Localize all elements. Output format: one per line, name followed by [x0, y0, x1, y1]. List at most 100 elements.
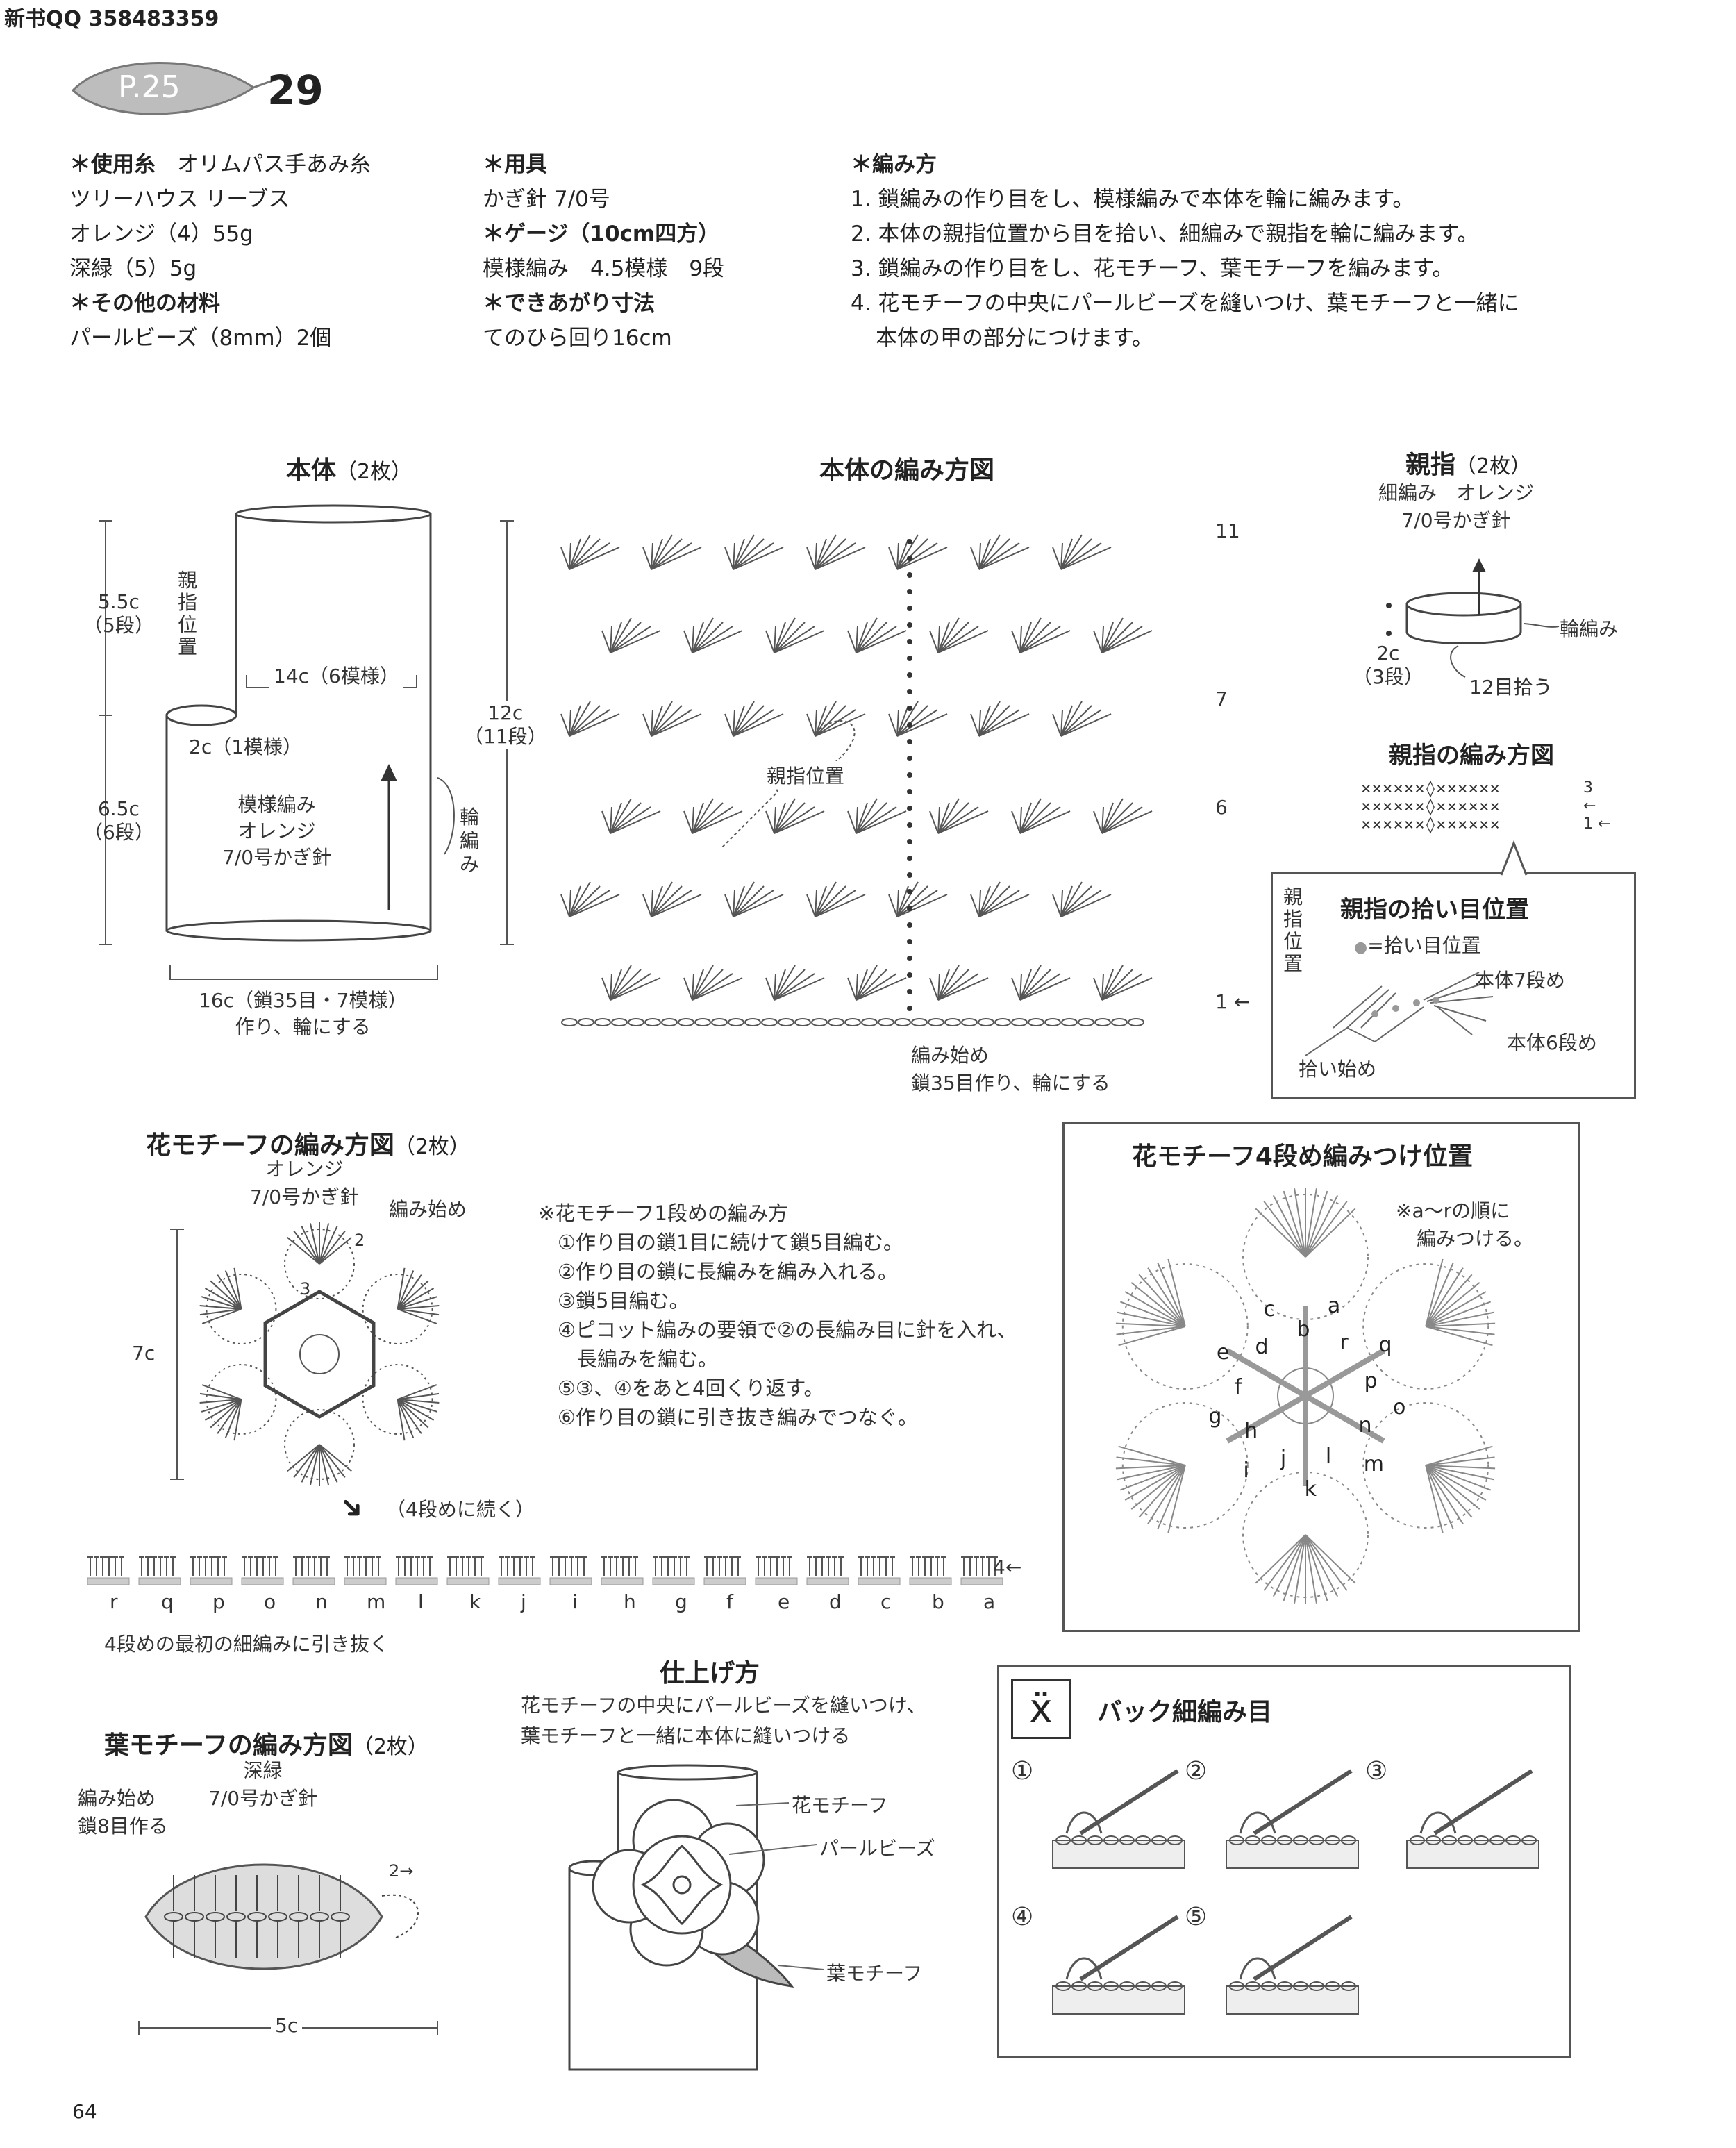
color-green: 深緑（5）5g: [69, 256, 197, 281]
body-outline-diagram: [99, 504, 514, 980]
attach-letter: e: [1216, 1340, 1230, 1365]
row4-label: 4←: [993, 1556, 1022, 1579]
attach-chart-diagram: [1115, 1188, 1496, 1604]
instruction-step-4: 4. 花モチーフの中央にパールビーズを縫いつけ、葉モチーフと一緒に: [851, 291, 1519, 316]
flower-note: ③鎖5目編む。: [558, 1289, 690, 1313]
flower-note: ②作り目の鎖に長編みを編み入れる。: [558, 1260, 898, 1283]
attach-letter: i: [1243, 1458, 1249, 1483]
flower-note: ①作り目の鎖1目に続けて鎖5目編む。: [558, 1231, 903, 1254]
thumb-chart-row: ××××××◊××××××: [1361, 779, 1501, 798]
finish-leader-lines: [728, 1802, 824, 1970]
finish-text: 花モチーフの中央にパールビーズを縫いつけ、葉モチーフと一緒に本体に縫いつける: [521, 1694, 926, 1747]
attach-letter: h: [1244, 1419, 1258, 1444]
row4-letter: g: [675, 1590, 687, 1613]
pickup-row6-label: 本体6段め: [1507, 1031, 1597, 1054]
bottom-height-label: 6.5c（6段）: [83, 797, 154, 844]
flower-start-label: 編み始め: [389, 1198, 467, 1221]
row4-letter: o: [264, 1590, 276, 1613]
pickup-title: 親指の拾い目位置: [1340, 896, 1529, 924]
thumb-pickup-label: 12目拾う: [1469, 676, 1553, 699]
leaf-size-label: 5c: [271, 2014, 303, 2037]
attach-letter: o: [1392, 1394, 1406, 1419]
yarn-name: ツリーハウス リーブス: [69, 187, 290, 212]
chart-thumb-label: 親指位置: [764, 761, 848, 789]
other-heading: ＊その他の材料: [69, 291, 220, 316]
attach-letter: q: [1378, 1332, 1392, 1357]
flower-round-3: 3: [300, 1279, 311, 1299]
continue-label: （4段めに続く）: [386, 1498, 535, 1521]
attach-letter: a: [1327, 1294, 1341, 1319]
pull-through-label: 4段めの最初の細編みに引き抜く: [104, 1633, 389, 1656]
item-number: 29: [267, 67, 324, 114]
row4-letter: a: [983, 1590, 996, 1613]
row4-strip-diagram: [87, 1556, 1003, 1585]
attach-letter: m: [1363, 1452, 1384, 1477]
attach-letter: n: [1358, 1413, 1372, 1438]
gauge-heading: ＊ゲージ（10cm四方）: [483, 222, 720, 247]
row4-letter: n: [315, 1590, 328, 1613]
instruction-step-2: 2. 本体の親指位置から目を拾い、細編みで親指を輪に編みます。: [851, 222, 1479, 247]
attach-letter: f: [1234, 1375, 1242, 1400]
back-sc-symbol-icon: ẍ: [1011, 1679, 1071, 1739]
leaf-title: 葉モチーフの編み方図（2枚）: [104, 1731, 428, 1760]
pickup-diagram: [1305, 972, 1494, 1056]
pickup-start-label: 拾い始め: [1299, 1058, 1377, 1081]
other-item: パールビーズ（8mm）2個: [69, 326, 332, 351]
back-sc-step-number: ⑤: [1185, 1903, 1208, 1931]
back-sc-step-number: ④: [1011, 1903, 1034, 1931]
flower-note: 長編みを編む。: [577, 1347, 719, 1371]
row4-letter: i: [572, 1590, 578, 1613]
pickup-side-label: 親指位置: [1283, 885, 1303, 975]
thumb-chart-row-labels: 3 ← 1 ←: [1583, 779, 1611, 833]
page-ref-label: P.25: [118, 69, 181, 105]
materials-block: ＊使用糸 オリムパス手あみ糸 ツリーハウス リーブス オレンジ（4）55g 深緑…: [69, 147, 371, 356]
back-sc-step-number: ①: [1011, 1757, 1034, 1785]
finish-diagram: [568, 1764, 794, 2071]
color-orange: オレンジ（4）55g: [69, 222, 253, 247]
pickup-row7-label: 本体7段め: [1475, 969, 1565, 992]
back-sc-illustration: [1406, 1769, 1539, 1869]
thumb-width-label: 2c（1模様）: [189, 735, 303, 758]
chart-start-label: 編み始め 鎖35目作り、輪にする: [911, 1044, 1110, 1094]
back-sc-title: バック細編み目: [1097, 1698, 1273, 1726]
chart-row-1: 1 ←: [1215, 990, 1251, 1013]
watermark-text: 新书QQ 358483359: [4, 7, 219, 31]
width-pattern-label: 14c（6模様）: [269, 661, 403, 689]
yarn-heading: ＊使用糸: [69, 152, 156, 177]
thumb-chart-row: ××××××◊××××××: [1361, 815, 1501, 834]
leaf-row-mark: 2→: [389, 1861, 414, 1881]
back-sc-step: ⑤: [1185, 1903, 1546, 2042]
back-sc-step: ③: [1365, 1757, 1539, 1896]
instructions-heading: ＊編み方: [851, 152, 937, 177]
back-sc-step-number: ③: [1365, 1757, 1388, 1785]
attach-letter: b: [1296, 1317, 1310, 1342]
attach-letter: r: [1339, 1331, 1349, 1356]
flower-chart-diagram: [199, 1222, 440, 1486]
row4-letter: f: [726, 1590, 733, 1613]
thumb-title: 親指（2枚）: [1405, 451, 1532, 479]
row4-letter: e: [778, 1590, 790, 1613]
flower-title: 花モチーフの編み方図（2枚）: [146, 1131, 470, 1160]
finish-flower-label: 花モチーフ: [792, 1794, 888, 1817]
page-number: 64: [72, 2100, 97, 2123]
instruction-step-3: 3. 鎖編みの作り目をし、花モチーフ、葉モチーフを編みます。: [851, 256, 1454, 281]
tools-block: ＊用具 かぎ針 7/0号 ＊ゲージ（10cm四方） 模様編み 4.5模様 9段 …: [483, 147, 724, 356]
thumb-position-vertical: 親指位置: [178, 569, 198, 658]
row4-letter: j: [521, 1590, 526, 1613]
yarn-brand: オリムパス手あみ糸: [177, 152, 371, 177]
body-diagram-title: 本体（2枚）: [286, 456, 412, 485]
total-height-label: 12c（11段）: [464, 701, 547, 749]
attach-title: 花モチーフ4段め編みつけ位置: [1132, 1142, 1473, 1171]
size-value: てのひら回り16cm: [483, 326, 672, 351]
back-sc-step: ①: [1011, 1757, 1185, 1896]
row4-letter: p: [212, 1590, 225, 1613]
back-sc-illustration: [1052, 1769, 1185, 1869]
row4-letter: q: [161, 1590, 174, 1613]
back-sc-step: ②: [1185, 1757, 1359, 1896]
pickup-box-pointer: [1500, 840, 1528, 876]
instruction-step-1: 1. 鎖編みの作り目をし、模様編みで本体を輪に編みます。: [851, 187, 1414, 212]
leaf-start: 編み始め鎖8目作る: [78, 1787, 168, 1838]
